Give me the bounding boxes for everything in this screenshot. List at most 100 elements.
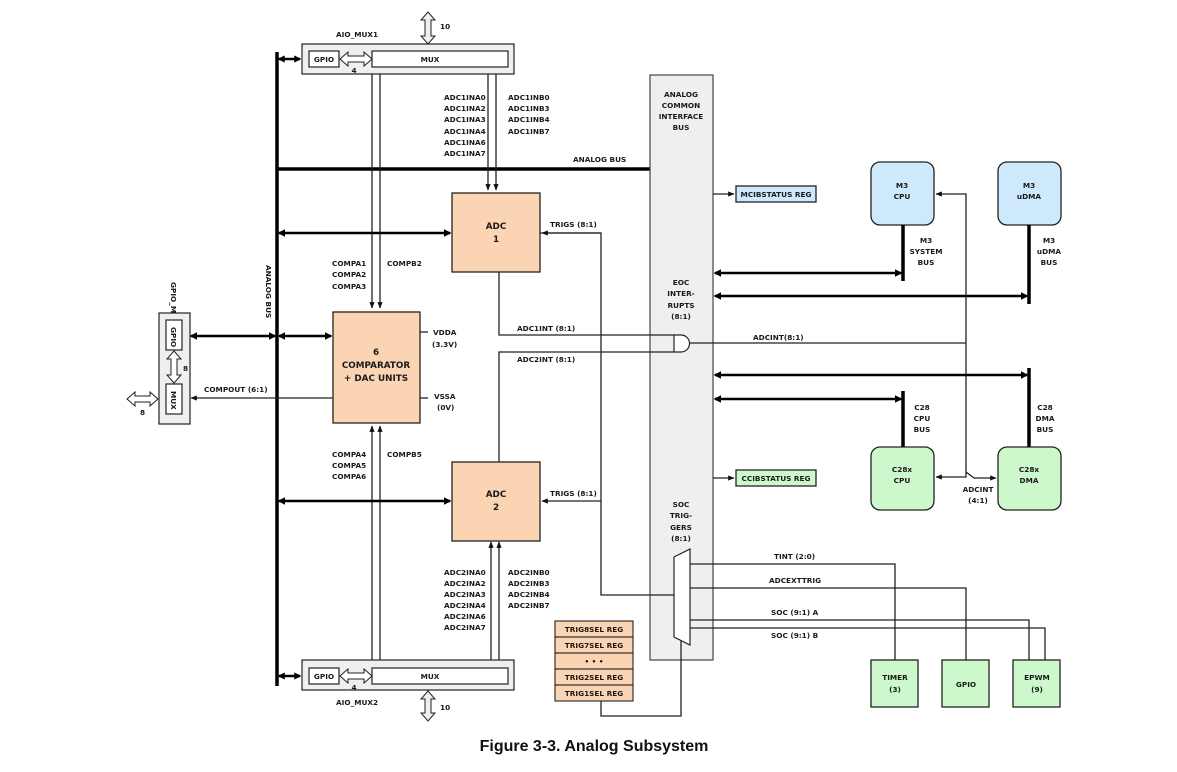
adc1-ina-5: ADC1INA7 (444, 149, 486, 158)
m3-cpu-line2: CPU (894, 192, 911, 201)
adc1-ina-3: ADC1INA4 (444, 127, 486, 136)
compa3-label: COMPA3 (332, 282, 366, 291)
trig7sel-reg: TRIG7SEL REG (565, 641, 623, 650)
m3-system-bus-label-2: BUS (918, 258, 935, 267)
compa1-label: COMPA1 (332, 259, 366, 268)
adc1-inb-list: ADC1INB0 ADC1INB3 ADC1INB4 ADC1INB7 (508, 93, 550, 136)
adc1-ina-2: ADC1INA3 (444, 115, 486, 124)
soc-label-3: (8:1) (671, 534, 691, 543)
mcibstatus-register: MCIBSTATUS REG (735, 185, 817, 203)
epwm-label: EPWM (1024, 673, 1050, 682)
ccibstatus-register: CCIBSTATUS REG (735, 469, 817, 487)
aio-mux1-gpio-width: 4 (351, 66, 356, 75)
acib-title-2: INTERFACE (659, 112, 704, 121)
m3-udma-bus-label-1: uDMA (1037, 247, 1062, 256)
m3-udma-line1: M3 (1023, 181, 1035, 190)
c28-cpu-bus-label-2: BUS (914, 425, 931, 434)
timer-label: TIMER (882, 673, 908, 682)
adc1int-label: ADC1INT (8:1) (517, 324, 575, 333)
aio-mux1-ext-arrow-icon (419, 11, 437, 45)
gpio-source-label: GPIO (956, 680, 976, 689)
or-gate-icon (673, 334, 691, 353)
adc1-block: ADC 1 (451, 192, 541, 273)
timer-count: (3) (889, 685, 901, 694)
m3-cpu-block: M3 CPU (870, 161, 935, 226)
c28-dma-bus-label-2: BUS (1037, 425, 1054, 434)
adcint-8-label: ADCINT(8:1) (753, 333, 804, 342)
mcibstatus-label: MCIBSTATUS REG (741, 190, 812, 199)
adc2-ina-5: ADC2INA7 (444, 623, 486, 632)
trigsel-ellipsis: • • • (584, 657, 603, 666)
aio-mux2-ext-arrow-icon (419, 690, 437, 722)
c28x-cpu-block: C28x CPU (870, 446, 935, 511)
adc2-title: ADC (486, 490, 507, 500)
adcint-4-label: ADCINT (963, 485, 994, 494)
m3-udma-bus-label-0: M3 (1043, 236, 1055, 245)
tint-label: TINT (2:0) (774, 552, 815, 561)
compout-label: COMPOUT (6:1) (204, 385, 268, 394)
adc1-ina-4: ADC1INA6 (444, 138, 486, 147)
c28-cpu-bus-label-0: C28 (914, 403, 930, 412)
gpio-mux2-ext-width: 8 (140, 408, 145, 417)
aio-mux2-gpio-arrow-icon (339, 667, 373, 685)
adc2-ina-4: ADC2INA6 (444, 612, 486, 621)
aio-mux2-gpio-width: 4 (351, 683, 356, 692)
c28x-dma-line1: C28x (1019, 465, 1040, 474)
adcint-4-width: (4:1) (968, 496, 988, 505)
aio-mux2: GPIO MUX 4 AIO_MUX2 10 (277, 659, 515, 722)
soc-b-label: SOC (9:1) B (771, 631, 819, 640)
adc1-title: ADC (486, 222, 507, 232)
epwm-count: (9) (1031, 685, 1043, 694)
aio-mux1-label: AIO_MUX1 (336, 30, 378, 39)
trigsel-register-stack: TRIG8SEL REG TRIG7SEL REG • • • TRIG2SEL… (554, 620, 634, 702)
compa6-label: COMPA6 (332, 472, 366, 481)
gpio-mux2-mux-label: MUX (169, 391, 178, 410)
eoc-label-2: RUPTS (667, 301, 694, 310)
c28-cpu-bus-label-1: CPU (914, 414, 931, 423)
m3-udma-block: M3 uDMA (997, 161, 1062, 226)
compa4-label: COMPA4 (332, 450, 366, 459)
soc-label-2: GERS (670, 523, 692, 532)
ccibstatus-label: CCIBSTATUS REG (741, 474, 810, 483)
gpio-mux2-label: GPIO_MUX2 (169, 282, 178, 330)
soc-label-1: TRIG- (670, 511, 692, 520)
adc1-inb-3: ADC1INB7 (508, 127, 550, 136)
aio-mux1: AIO_MUX1 GPIO MUX 4 10 (277, 11, 515, 75)
compb5-label: COMPB5 (387, 450, 422, 459)
adc1-inb-1: ADC1INB3 (508, 104, 550, 113)
compa5-label: COMPA5 (332, 461, 366, 470)
c28x-cpu-line2: CPU (894, 476, 911, 485)
adc1-ina-list: ADC1INA0 ADC1INA2 ADC1INA3 ADC1INA4 ADC1… (444, 93, 486, 158)
c28-dma-bus-label-0: C28 (1037, 403, 1053, 412)
c28x-cpu-line1: C28x (892, 465, 913, 474)
compb2-label: COMPB2 (387, 259, 422, 268)
trig2sel-reg: TRIG2SEL REG (565, 673, 623, 682)
m3-system-bus-label-0: M3 (920, 236, 932, 245)
adc2-ina-list: ADC2INA0 ADC2INA2 ADC2INA3 ADC2INA4 ADC2… (444, 568, 486, 632)
m3-udma-line2: uDMA (1017, 192, 1042, 201)
acib-title-3: BUS (673, 123, 690, 132)
m3-udma-bus-label-2: BUS (1041, 258, 1058, 267)
analog-bus-horizontal-label: ANALOG BUS (573, 155, 626, 164)
c28x-dma-block: C28x DMA (997, 446, 1062, 511)
soc-a-label: SOC (9:1) A (771, 608, 819, 617)
vssa-label: VSSA (434, 392, 456, 401)
vdda-label: VDDA (433, 328, 457, 337)
adcexttrig-label: ADCEXTTRIG (769, 576, 821, 585)
adc2-inb-0: ADC2INB0 (508, 568, 550, 577)
adc2int-label: ADC2INT (8:1) (517, 355, 575, 364)
eoc-label-3: (8:1) (671, 312, 691, 321)
gpio-source-block: GPIO (941, 659, 990, 708)
soc-label-0: SOC (673, 500, 690, 509)
adc1-number: 1 (493, 235, 499, 245)
c28x-dma-line2: DMA (1020, 476, 1039, 485)
gpio-mux2-ext-arrow-icon (126, 390, 159, 408)
adc2-inb-1: ADC2INB3 (508, 579, 550, 588)
adc2-ina-1: ADC2INA2 (444, 579, 486, 588)
vdda-voltage: (3.3V) (432, 340, 457, 349)
aio-mux2-gpio-label: GPIO (314, 672, 334, 681)
gpio-mux2: GPIO_MUX2 GPIO MUX 8 8 (126, 282, 191, 425)
comparator-count: 6 (373, 348, 379, 358)
adc2-ina-2: ADC2INA3 (444, 590, 486, 599)
gpio-mux2-inner-width: 8 (183, 364, 188, 373)
